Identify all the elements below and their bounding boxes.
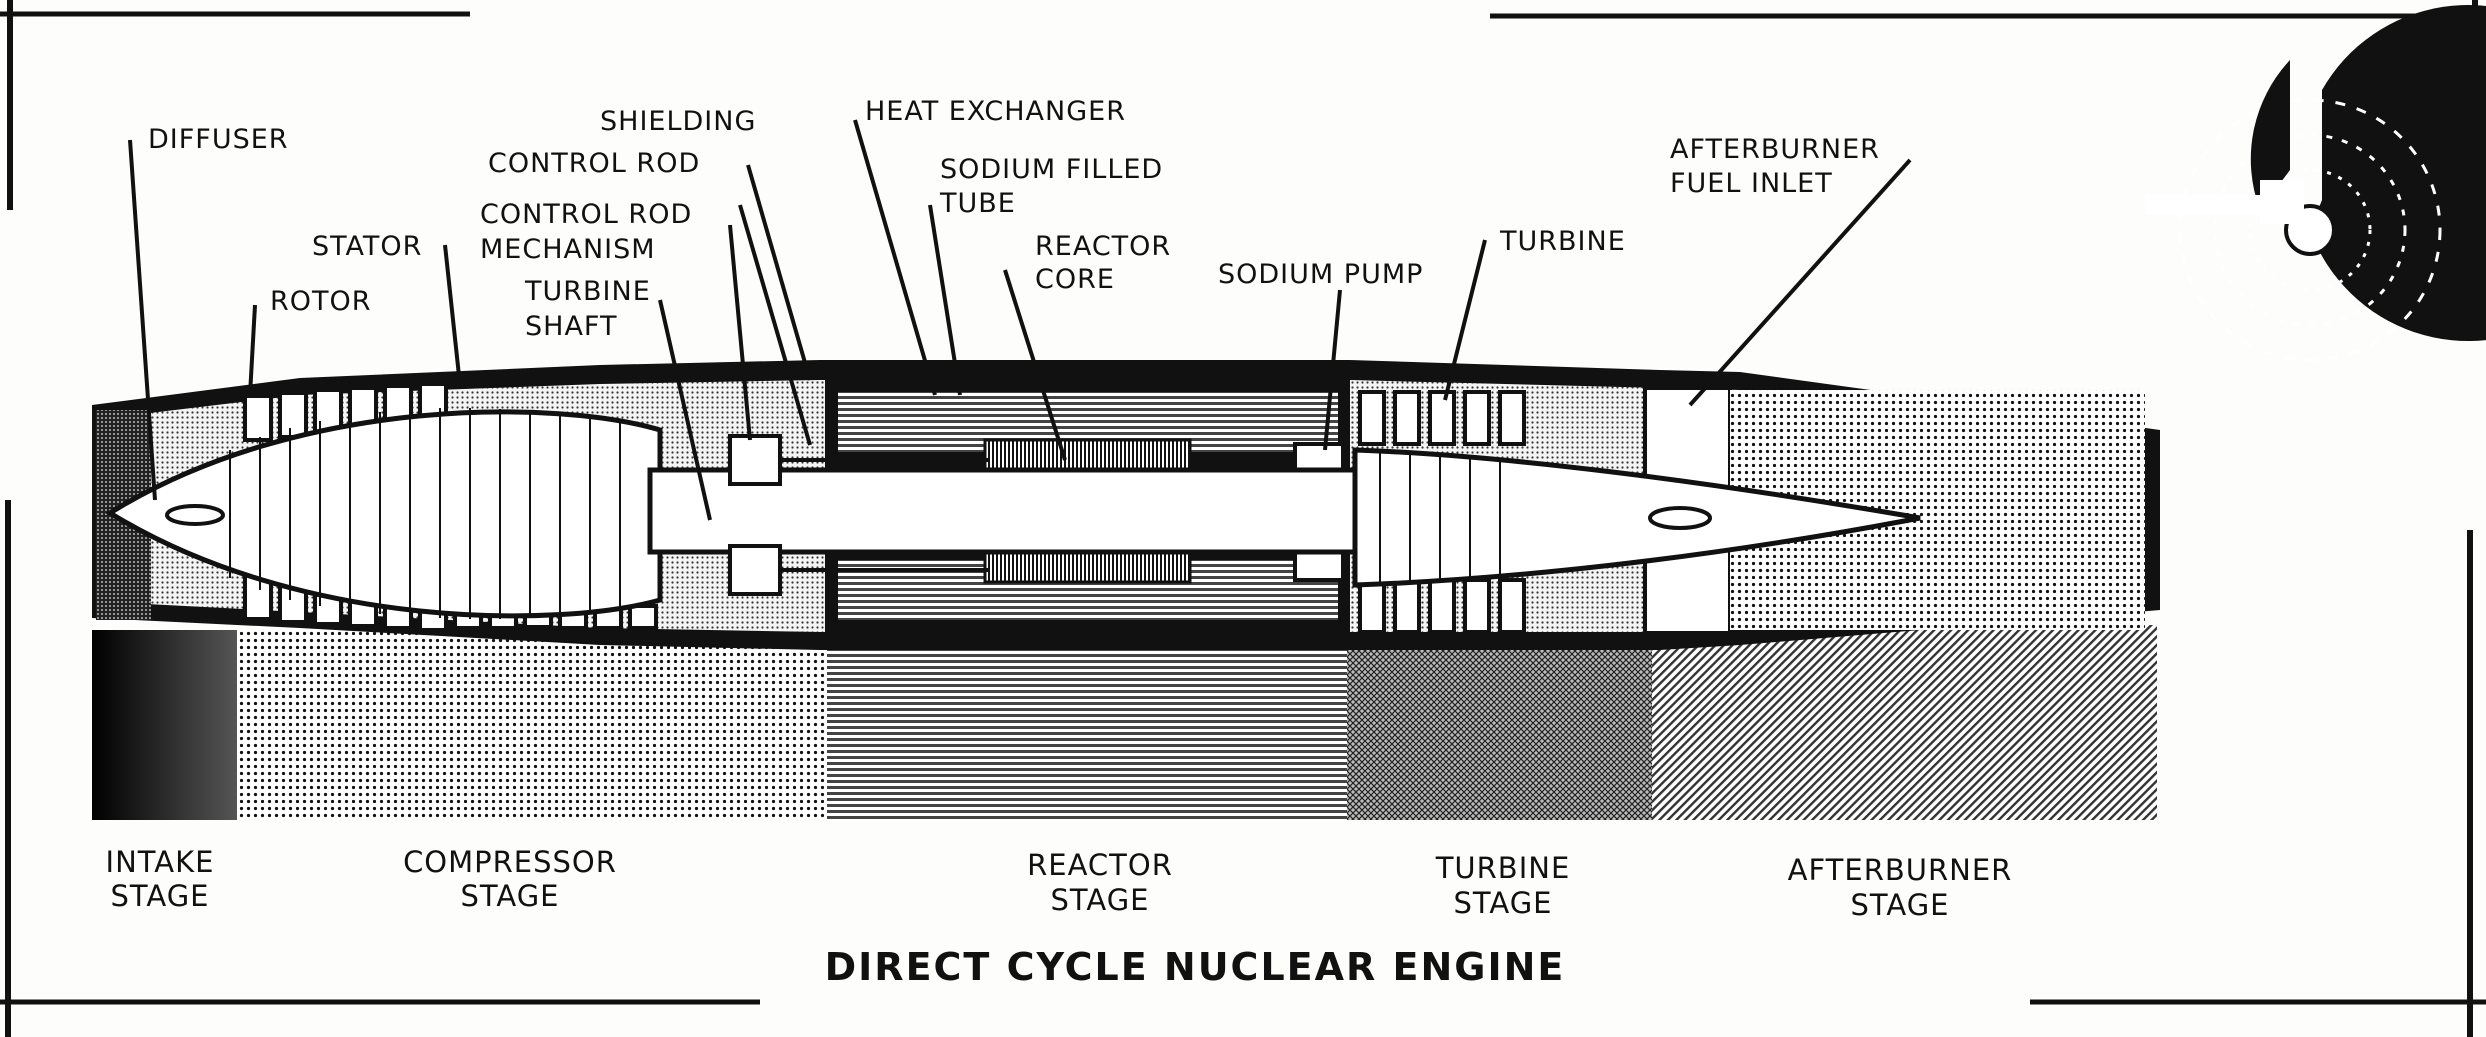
component-labels: DIFFUSER ROTOR STATOR SHIELDING CONTROL … xyxy=(148,96,1880,342)
label-turbine: TURBINE xyxy=(1499,226,1626,257)
label-intake-2: STAGE xyxy=(111,879,210,913)
label-afterburner-fuel-1: AFTERBURNER xyxy=(1670,134,1880,165)
compressor-band xyxy=(237,630,827,820)
afterburner-band xyxy=(1652,625,2157,820)
control-rod-mech-upper xyxy=(728,434,782,486)
reactor-band xyxy=(827,625,1347,820)
turbine-blades xyxy=(1358,390,1526,634)
label-afterburner-fuel-2: FUEL INLET xyxy=(1670,168,1833,199)
leader-lines xyxy=(128,119,1912,521)
stage-bands xyxy=(92,625,2157,820)
label-turbine-shaft-2: SHAFT xyxy=(525,311,617,342)
label-afterburner-2: STAGE xyxy=(1851,888,1950,922)
label-reactor-core-1: REACTOR xyxy=(1035,231,1171,262)
label-sodium-tube-1: SODIUM FILLED xyxy=(940,154,1163,185)
end-view-wheel xyxy=(2145,5,2486,362)
label-shielding: SHIELDING xyxy=(600,106,756,137)
label-turbine-stage-1: TURBINE xyxy=(1435,851,1571,885)
label-reactor-core-2: CORE xyxy=(1035,264,1115,295)
label-intake-1: INTAKE xyxy=(106,845,215,879)
label-compressor-1: COMPRESSOR xyxy=(403,845,617,879)
engine-spindle xyxy=(105,408,1921,619)
label-diffuser: DIFFUSER xyxy=(148,124,289,155)
label-rotor: ROTOR xyxy=(270,286,372,317)
stage-labels: INTAKE STAGE COMPRESSOR STAGE REACTOR ST… xyxy=(106,845,2013,922)
intake-band xyxy=(92,630,237,820)
label-sodium-pump: SODIUM PUMP xyxy=(1218,259,1423,290)
label-afterburner-1: AFTERBURNER xyxy=(1788,853,2013,887)
turbine-band xyxy=(1347,625,1652,820)
label-control-rod-mech-2: MECHANISM xyxy=(480,234,656,265)
label-reactor-2: STAGE xyxy=(1051,883,1150,917)
control-rod-mech-lower xyxy=(728,544,782,596)
label-stator: STATOR xyxy=(312,231,422,262)
label-reactor-1: REACTOR xyxy=(1027,848,1173,882)
label-turbine-stage-2: STAGE xyxy=(1454,886,1553,920)
label-control-rod: CONTROL ROD xyxy=(488,148,700,179)
label-turbine-shaft-1: TURBINE xyxy=(524,276,651,307)
label-sodium-tube-2: TUBE xyxy=(939,188,1016,219)
diagram-title: DIRECT CYCLE NUCLEAR ENGINE xyxy=(825,945,1566,989)
label-control-rod-mech-1: CONTROL ROD xyxy=(480,199,692,230)
label-compressor-2: STAGE xyxy=(461,879,560,913)
label-heat-exchanger: HEAT EXCHANGER xyxy=(865,96,1126,127)
